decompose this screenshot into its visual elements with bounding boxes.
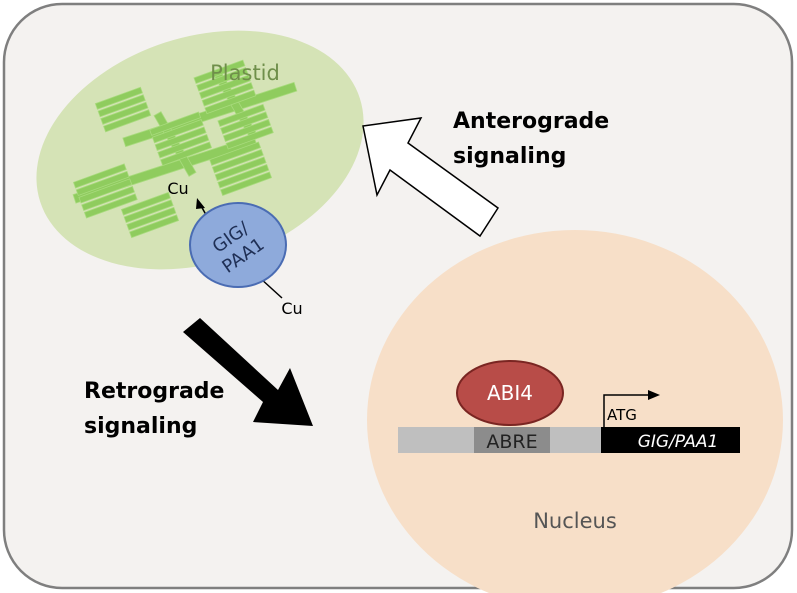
gig-paa1-protein: GIG/ PAA1 (189, 202, 287, 288)
transcription-start-arrow (603, 394, 650, 427)
arrowhead-icon (648, 390, 660, 400)
anterograde-label-line2: signaling (453, 144, 566, 169)
nucleus-label: Nucleus (533, 509, 617, 533)
cu-label-bottom: Cu (281, 299, 302, 318)
nucleus-body (367, 230, 783, 593)
granum (149, 111, 213, 166)
abi4-label: ABI4 (487, 381, 533, 405)
granum (193, 59, 257, 115)
abre-label: ABRE (486, 431, 537, 453)
abre-element (474, 427, 550, 453)
thylakoid-stacks (72, 59, 298, 239)
granum (209, 141, 273, 196)
plastid: Plastid (36, 30, 364, 270)
anterograde-arrow (362, 117, 500, 238)
granum (217, 103, 274, 150)
granum (72, 163, 138, 219)
abi4-protein (456, 360, 564, 426)
retrograde-label-line1: Retrograde (84, 379, 224, 404)
retrograde-arrow (183, 318, 313, 426)
granum (120, 191, 180, 239)
gig-paa1-body (189, 202, 287, 288)
anterograde-label-line1: Anterograde (453, 109, 609, 134)
retrograde-arrow-shape (183, 318, 313, 426)
gene-box (601, 427, 740, 453)
arrowhead-icon (196, 198, 205, 209)
gene-locus: ABRE GIG/PAA1 ATG ABI4 (398, 360, 740, 453)
retrograde-label-line2: signaling (84, 414, 197, 439)
gene-label: GIG/PAA1 (638, 432, 719, 452)
granum (94, 86, 152, 133)
plastid-label: Plastid (210, 61, 280, 85)
nucleus: Nucleus (367, 230, 783, 593)
atg-label: ATG (607, 406, 637, 424)
cu-label-top: Cu (167, 179, 188, 198)
anterograde-arrow-shape (362, 117, 500, 238)
